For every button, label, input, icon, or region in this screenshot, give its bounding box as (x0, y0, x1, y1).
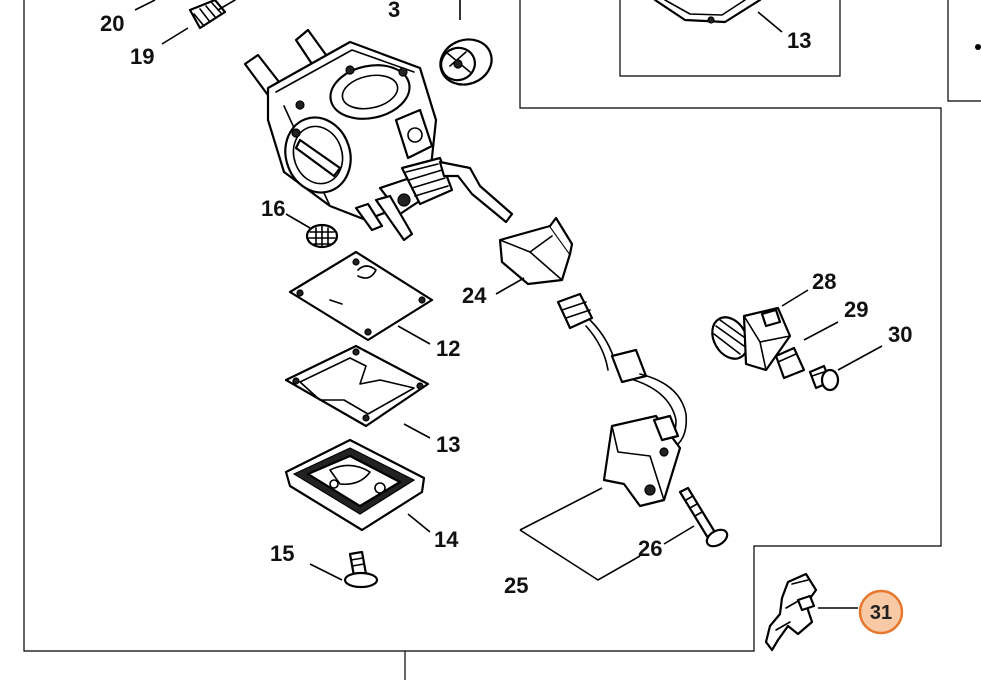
callout-3: 3 (388, 0, 400, 22)
callout-25: 25 (504, 573, 528, 598)
callout-30: 30 (888, 322, 912, 347)
part-24-bracket (498, 216, 574, 286)
frame-lines (23, 0, 981, 680)
callout-16: 16 (261, 196, 285, 221)
part-14-cover (284, 438, 426, 532)
part-25-harness (556, 292, 688, 508)
carburetor-body (243, 28, 514, 242)
part-13-top-gasket (653, 0, 762, 24)
part-3-ring (439, 38, 493, 86)
callout-31-highlight[interactable]: 31 (858, 589, 904, 635)
callout-24: 24 (462, 283, 487, 308)
part-19-spring (188, 0, 236, 30)
part-26-screw (678, 486, 729, 548)
part-29-clip (774, 346, 806, 380)
part-13-gasket (284, 344, 430, 428)
callout-14: 14 (434, 527, 459, 552)
part-31-connector (764, 572, 818, 652)
leader-lines (134, 0, 883, 609)
part-12-diaphragm (288, 250, 434, 342)
callout-20: 20 (100, 11, 124, 36)
part-16-filter-screen (305, 223, 339, 249)
callout-29: 29 (844, 297, 868, 322)
callout-labels: 20 19 3 13 16 24 12 13 14 15 25 26 28 29… (100, 0, 912, 598)
callout-28: 28 (812, 269, 836, 294)
callout-13-top: 13 (787, 28, 811, 53)
callout-12: 12 (436, 336, 460, 361)
part-28-coupler (711, 306, 792, 372)
callout-13: 13 (436, 432, 460, 457)
callout-31: 31 (870, 602, 892, 624)
callout-15: 15 (270, 541, 294, 566)
callout-26: 26 (638, 536, 662, 561)
edge-mark (975, 44, 981, 50)
part-15-screw (343, 550, 379, 589)
callout-19: 19 (130, 44, 154, 69)
part-30-screw (808, 364, 840, 392)
highlight-circle (858, 589, 904, 635)
